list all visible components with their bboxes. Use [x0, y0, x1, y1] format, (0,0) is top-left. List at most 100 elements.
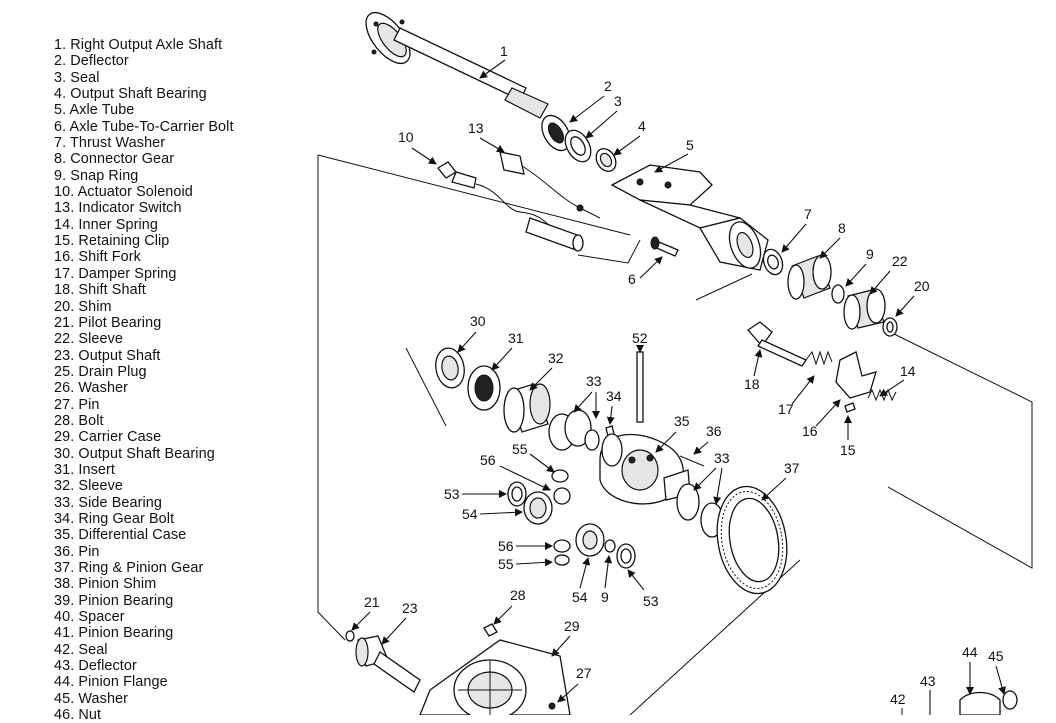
callout-4: 4	[638, 118, 646, 134]
differential-gears	[507, 469, 636, 569]
legend-item: 13. Indicator Switch	[54, 200, 182, 217]
legend-item: 35. Differential Case	[54, 527, 187, 544]
callout-54-bottom: 54	[572, 589, 588, 605]
legend-item: 38. Pinion Shim	[54, 576, 157, 593]
legend-item: 27. Pin	[54, 396, 100, 413]
callout-32: 32	[548, 350, 564, 366]
legend-item: 33. Side Bearing	[54, 494, 163, 511]
legend-item: 7. Thrust Washer	[54, 135, 166, 152]
legend-item: 41. Pinion Bearing	[54, 625, 174, 642]
callout-35: 35	[674, 413, 690, 429]
callout-20: 20	[914, 278, 930, 294]
shift-mechanism	[747, 321, 897, 413]
legend-item: 18. Shift Shaft	[54, 282, 146, 299]
legend-item: 21. Pilot Bearing	[54, 314, 162, 331]
callout-8: 8	[838, 220, 846, 236]
ring-and-pinion-gear	[676, 483, 788, 595]
legend-item: 40. Spacer	[54, 609, 125, 626]
callout-3: 3	[614, 93, 622, 109]
legend-item: 45. Washer	[54, 690, 129, 707]
callout-29: 29	[564, 618, 580, 634]
legend-item: 8. Connector Gear	[54, 151, 175, 168]
callout-54-left: 54	[462, 506, 478, 522]
legend-item: 14. Inner Spring	[54, 216, 158, 233]
callout-6: 6	[628, 271, 636, 287]
callout-18: 18	[744, 376, 760, 392]
callout-23: 23	[402, 600, 418, 616]
legend-item: 1. Right Output Axle Shaft	[54, 37, 223, 53]
callout-10: 10	[398, 129, 414, 145]
callout-21: 21	[364, 594, 380, 610]
callout-55-bottom: 55	[498, 556, 514, 572]
callout-17: 17	[778, 401, 794, 417]
callout-37: 37	[784, 460, 800, 476]
output-shaft-bearing-insert-sleeve	[435, 347, 551, 433]
legend-item: 15. Retaining Clip	[54, 233, 170, 250]
legend-item: 16. Shift Fork	[54, 249, 141, 266]
carrier-case	[419, 623, 571, 715]
legend-item: 9. Snap Ring	[54, 167, 139, 184]
callout-13: 13	[468, 120, 484, 136]
legend-item: 20. Shim	[54, 298, 112, 315]
connector-gear-group	[787, 254, 898, 337]
actuator-solenoid-and-switch	[437, 151, 601, 252]
legend-item: 29. Carrier Case	[54, 429, 162, 446]
callout-14: 14	[900, 363, 916, 379]
output-shaft-group	[345, 630, 421, 693]
callout-2: 2	[604, 78, 612, 94]
callout-44: 44	[962, 644, 978, 660]
legend-item: 28. Bolt	[54, 412, 104, 429]
assembly-outline	[317, 154, 1033, 715]
callout-36: 36	[706, 423, 722, 439]
callout-16: 16	[802, 423, 818, 439]
callout-52: 52	[632, 330, 648, 346]
legend-item: 42. Seal	[54, 641, 108, 658]
callout-45: 45	[988, 648, 1004, 664]
side-bearing-and-bolts	[548, 351, 644, 451]
legend-item: 32. Sleeve	[54, 478, 124, 495]
legend-item: 31. Insert	[54, 461, 115, 478]
legend-item: 17. Damper Spring	[54, 265, 177, 282]
legend-item: 43. Deflector	[54, 658, 137, 675]
legend-item: 30. Output Shaft Bearing	[54, 445, 215, 462]
callout-7: 7	[804, 206, 812, 222]
callout-22: 22	[892, 253, 908, 269]
callout-33-left: 33	[586, 373, 602, 389]
legend-item: 10. Actuator Solenoid	[54, 184, 193, 201]
legend-item: 22. Sleeve	[54, 331, 124, 348]
legend-item: 26. Washer	[54, 380, 129, 397]
callout-56-bottom: 56	[498, 538, 514, 554]
callout-1: 1	[500, 43, 508, 59]
callout-27: 27	[576, 665, 592, 681]
bolt-and-thrust-washer	[650, 236, 784, 276]
callout-56-top: 56	[480, 452, 496, 468]
callout-labels: 1 2 3 4 5 6 7 8 9 22 20 10 13 14 15 16 1	[351, 43, 1006, 715]
legend-item: 25. Drain Plug	[54, 363, 147, 380]
callout-33-right: 33	[714, 450, 730, 466]
legend-item: 23. Output Shaft	[54, 347, 161, 364]
callout-15: 15	[840, 442, 856, 458]
callout-30: 30	[470, 313, 486, 329]
deflector-seal-bearing	[541, 114, 617, 172]
callout-55-top: 55	[512, 441, 528, 457]
callout-34: 34	[606, 388, 622, 404]
callout-43: 43	[920, 673, 936, 689]
callout-53-bottom: 53	[643, 593, 659, 609]
callout-53-left: 53	[444, 486, 460, 502]
legend-item: 36. Pin	[54, 543, 100, 560]
axle-tube	[610, 164, 769, 271]
callout-5: 5	[686, 137, 694, 153]
legend-item: 5. Axle Tube	[54, 102, 135, 119]
legend-item: 39. Pinion Bearing	[54, 592, 174, 609]
legend-item: 2. Deflector	[54, 53, 129, 70]
callout-42: 42	[890, 691, 906, 707]
legend-item: 4. Output Shaft Bearing	[54, 86, 207, 103]
legend-item: 37. Ring & Pinion Gear	[54, 560, 204, 576]
legend-item: 6. Axle Tube-To-Carrier Bolt	[54, 118, 234, 135]
callout-9-bottom: 9	[601, 589, 609, 605]
callout-9-top: 9	[866, 246, 874, 262]
pinion-flange-group	[901, 690, 1018, 715]
legend-item: 3. Seal	[54, 69, 100, 86]
